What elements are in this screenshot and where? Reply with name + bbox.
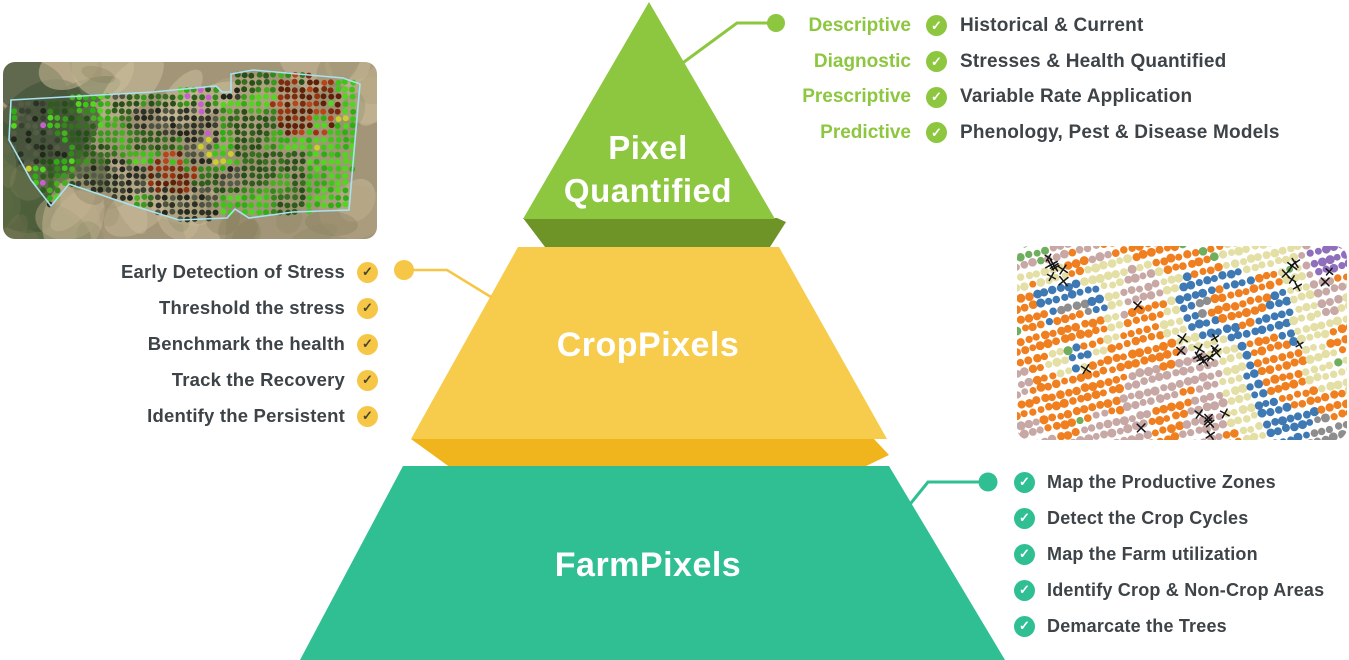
- croppixels-feature-list: Early Detection of Stress ✓ Threshold th…: [30, 254, 378, 434]
- legend-category: Predictive: [820, 121, 911, 143]
- legend-detail: Historical & Current: [960, 14, 1144, 36]
- list-item: ✓ Demarcate the Trees: [1014, 608, 1349, 644]
- connector-dot-bottom: [978, 472, 998, 492]
- pyramid-top-title: Pixel Quantified: [448, 126, 848, 212]
- legend-detail: Variable Rate Application: [960, 86, 1193, 108]
- pyramid-bottom-level: [300, 466, 1005, 660]
- check-icon: ✓: [357, 333, 378, 355]
- check-icon: ✓: [926, 86, 947, 108]
- pyramid-top-title-line1: Pixel: [608, 129, 688, 166]
- pyramid-bottom-title: FarmPixels: [554, 546, 742, 584]
- legend-category: Prescriptive: [802, 86, 911, 108]
- list-item-label: Identify Crop & Non-Crop Areas: [1047, 579, 1325, 600]
- pyramid-mid-title: CropPixels: [556, 326, 740, 364]
- list-item-label: Benchmark the health: [147, 333, 345, 354]
- check-icon: ✓: [357, 405, 378, 427]
- list-item-label: Early Detection of Stress: [121, 261, 345, 282]
- legend-detail: Phenology, Pest & Disease Models: [960, 121, 1280, 143]
- crop-classification-map-image: [1017, 246, 1347, 440]
- list-item-label: Demarcate the Trees: [1047, 615, 1227, 636]
- list-item: Track the Recovery ✓: [30, 362, 378, 398]
- list-item-label: Identify the Persistent: [147, 405, 345, 426]
- check-icon: ✓: [926, 15, 947, 37]
- list-item-label: Threshold the stress: [159, 297, 345, 318]
- pyramid-mid-underside: [411, 439, 889, 468]
- legend-row: Descriptive ✓ Historical & Current: [688, 8, 1280, 44]
- farmpixels-feature-list: ✓ Map the Productive Zones ✓ Detect the …: [1014, 464, 1349, 644]
- list-item: Threshold the stress ✓: [30, 290, 378, 326]
- check-icon: ✓: [357, 369, 378, 391]
- list-item: ✓ Map the Productive Zones: [1014, 464, 1349, 500]
- connector-dot-top: [767, 14, 785, 32]
- check-icon: ✓: [1014, 471, 1035, 493]
- list-item: Identify the Persistent ✓: [30, 398, 378, 434]
- check-icon: ✓: [1014, 579, 1035, 601]
- check-icon: ✓: [926, 122, 947, 144]
- check-icon: ✓: [926, 51, 947, 73]
- connector-line-mid: [412, 268, 493, 299]
- legend-category: Descriptive: [808, 14, 911, 36]
- pyramid-mid-level: [411, 247, 887, 439]
- list-item: Benchmark the health ✓: [30, 326, 378, 362]
- list-item-label: Map the Farm utilization: [1047, 543, 1258, 564]
- list-item: ✓ Detect the Crop Cycles: [1014, 500, 1349, 536]
- connector-line-top: [682, 21, 770, 64]
- pyramid-top-title-line2: Quantified: [563, 172, 733, 209]
- check-icon: ✓: [1014, 615, 1035, 637]
- pyramid-top-underside: [523, 218, 786, 247]
- list-item: ✓ Map the Farm utilization: [1014, 536, 1349, 572]
- legend-row: Prescriptive ✓ Variable Rate Application: [688, 79, 1280, 115]
- legend-row: Diagnostic ✓ Stresses & Health Quantifie…: [688, 44, 1280, 80]
- list-item-label: Track the Recovery: [171, 369, 345, 390]
- legend-category: Diagnostic: [813, 50, 911, 72]
- legend-row: Predictive ✓ Phenology, Pest & Disease M…: [688, 115, 1280, 151]
- pyramid-top-level: [523, 2, 775, 219]
- analytics-legend: Descriptive ✓ Historical & Current Diagn…: [688, 8, 1280, 151]
- connector-line-bottom: [909, 480, 980, 505]
- check-icon: ✓: [1014, 543, 1035, 565]
- list-item: ✓ Identify Crop & Non-Crop Areas: [1014, 572, 1349, 608]
- check-icon: ✓: [357, 261, 378, 283]
- list-item-label: Map the Productive Zones: [1047, 471, 1276, 492]
- legend-detail: Stresses & Health Quantified: [960, 50, 1227, 72]
- field-ndvi-grid-image: [3, 62, 377, 239]
- check-icon: ✓: [1014, 507, 1035, 529]
- list-item-label: Detect the Crop Cycles: [1047, 507, 1249, 528]
- connector-dot-mid: [394, 260, 414, 280]
- check-icon: ✓: [357, 297, 378, 319]
- list-item: Early Detection of Stress ✓: [30, 254, 378, 290]
